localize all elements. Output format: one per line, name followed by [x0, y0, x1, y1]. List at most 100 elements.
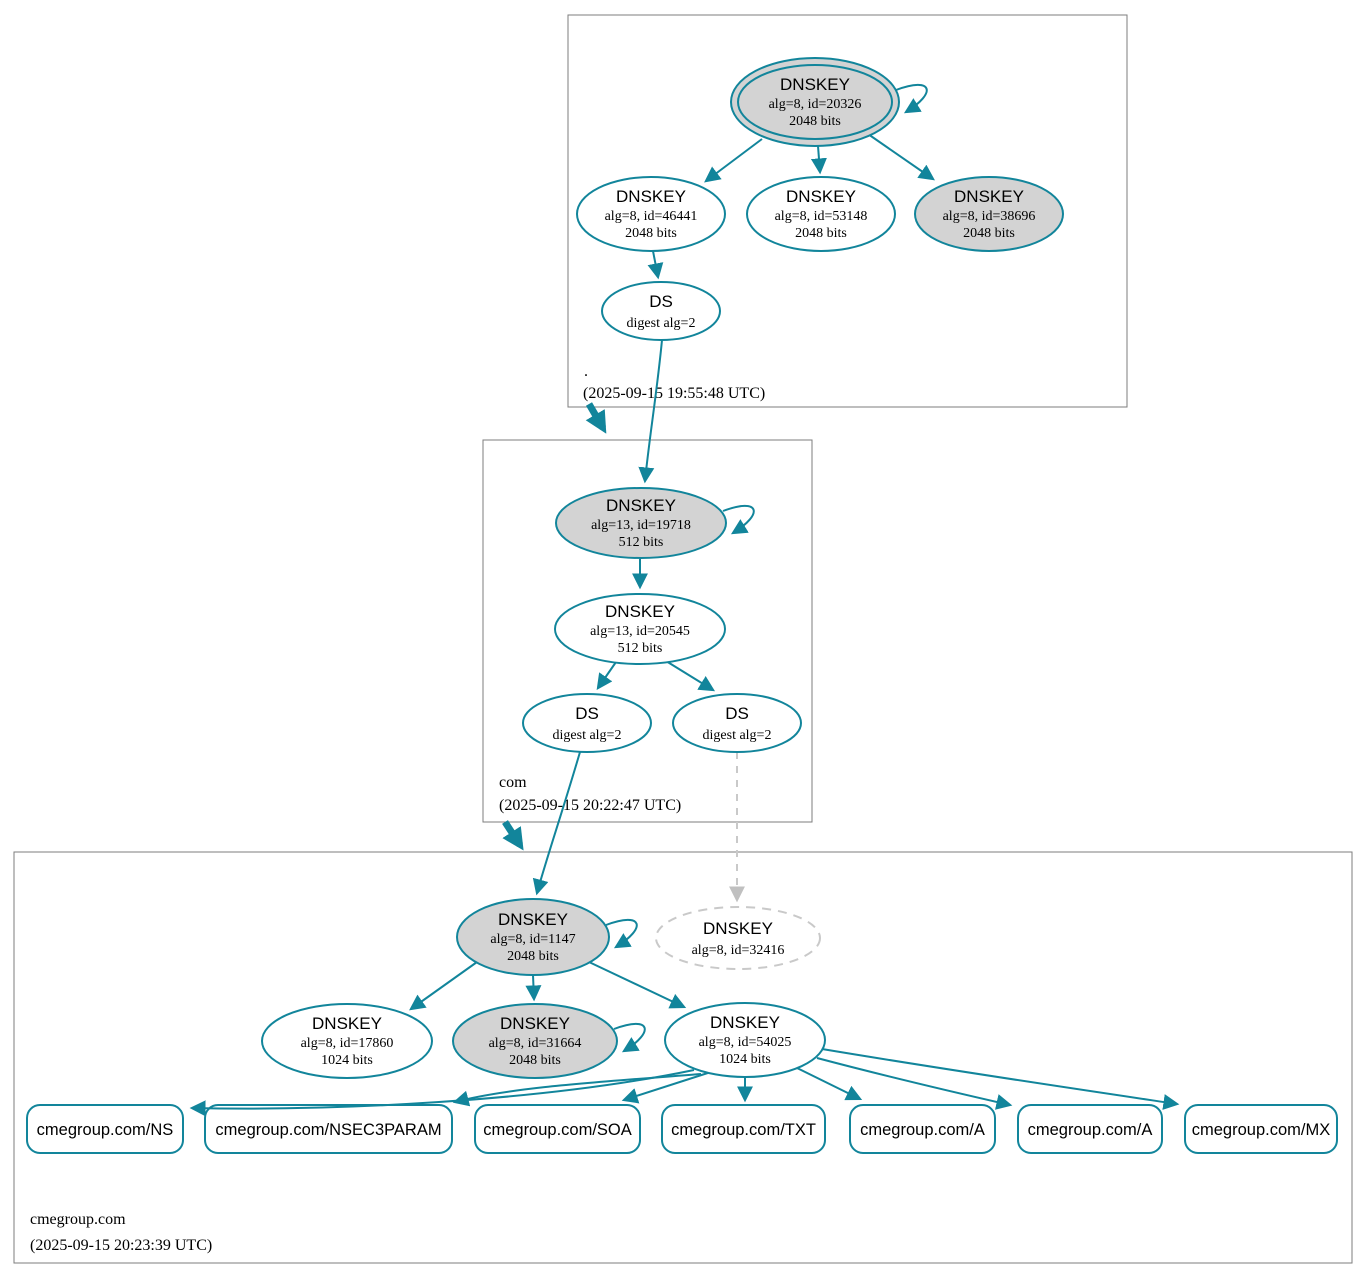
rrset-txt[interactable]: cmegroup.com/TXT	[661, 1104, 826, 1154]
dnskey-19718-line-1: alg=13, id=19718	[591, 518, 691, 533]
edge-20545-com-ds1	[596, 661, 617, 690]
rrset-a-2-label: cmegroup.com/A	[1028, 1121, 1153, 1139]
rrset-soa[interactable]: cmegroup.com/SOA	[474, 1104, 641, 1154]
rrset-ns[interactable]: cmegroup.com/NS	[26, 1104, 184, 1154]
edge-54025-a2	[816, 1057, 1013, 1110]
edge-com-ds1-1147	[532, 751, 581, 896]
edge-54025-a1	[794, 1066, 863, 1101]
ds-com-1-line-1: digest alg=2	[553, 728, 622, 743]
rrset-mx-shape	[1184, 1104, 1338, 1154]
edge-20545-com-ds2	[665, 660, 716, 692]
edge-20326-46441	[704, 138, 763, 183]
rrset-mx[interactable]: cmegroup.com/MX	[1184, 1104, 1338, 1154]
edge-54025-nsec3param	[452, 1073, 702, 1107]
zone-label-root: .	[584, 363, 588, 380]
rrset-a-1[interactable]: cmegroup.com/A	[849, 1104, 996, 1154]
dnskey-20326-inner-ring	[737, 64, 893, 140]
edge-20326-38696	[867, 133, 935, 181]
dnskey-32416-line-0: DNSKEY	[703, 919, 773, 938]
rrset-nsec3param[interactable]: cmegroup.com/NSEC3PARAM	[204, 1104, 453, 1154]
rrset-a-2-shape	[1017, 1104, 1163, 1154]
dnskey-54025-line-1: alg=8, id=54025	[699, 1035, 792, 1050]
dnskey-53148-line-0: DNSKEY	[786, 187, 856, 206]
zone-timestamp-cmegroup-com: (2025-09-15 20:23:39 UTC)	[30, 1237, 212, 1254]
dnskey-20326-line-2: 2048 bits	[789, 114, 841, 129]
edge-46441-root-ds	[647, 250, 664, 280]
edge-1147-54025	[588, 961, 687, 1009]
dnskey-20545-shape	[554, 593, 726, 665]
edge-root-ds-19718	[638, 339, 663, 484]
rrset-a-2[interactable]: cmegroup.com/A	[1017, 1104, 1163, 1154]
dnskey-31664-shape	[452, 1003, 618, 1079]
dnskey-20545-line-2: 512 bits	[618, 641, 663, 656]
edge-root-com-delegation	[585, 402, 607, 434]
ds-root[interactable]: DS digest alg=2	[601, 281, 721, 341]
rrset-nsec3param-shape	[204, 1104, 453, 1154]
dnskey-1147-line-1: alg=8, id=1147	[490, 932, 575, 947]
zone-timestamp-root: (2025-09-15 19:55:48 UTC)	[583, 385, 765, 402]
zone-label-cmegroup-com: cmegroup.com	[30, 1211, 126, 1228]
ds-com-2-line-1: digest alg=2	[703, 728, 772, 743]
dnskey-1147-shape	[456, 898, 610, 976]
dnskey-20326-line-1: alg=8, id=20326	[769, 97, 862, 112]
edge-54025-mx	[821, 1048, 1180, 1110]
edge-54025-soa	[621, 1070, 715, 1104]
dnskey-17860-shape	[261, 1003, 433, 1079]
dnskey-38696-line-1: alg=8, id=38696	[943, 209, 1036, 224]
ds-root-shape	[601, 281, 721, 341]
dnskey-31664-line-2: 2048 bits	[509, 1053, 561, 1068]
rrset-soa-label: cmegroup.com/SOA	[483, 1121, 632, 1139]
rrset-ns-shape	[26, 1104, 184, 1154]
edge-com-cmegroup-delegation	[502, 820, 524, 851]
edge-19718-self	[722, 504, 755, 535]
edge-1147-17860	[409, 961, 478, 1011]
dnskey-17860-line-2: 1024 bits	[321, 1053, 373, 1068]
edge-20326-self	[895, 83, 928, 114]
dnskey-20545-line-1: alg=13, id=20545	[590, 624, 690, 639]
rrset-ns-label: cmegroup.com/NS	[37, 1121, 174, 1139]
ds-com-1[interactable]: DS digest alg=2	[522, 693, 652, 753]
dnskey-53148-line-2: 2048 bits	[795, 226, 847, 241]
rrset-a-1-shape	[849, 1104, 996, 1154]
edge-20326-53148	[810, 145, 827, 175]
dnskey-38696-line-0: DNSKEY	[954, 187, 1024, 206]
dnskey-17860-line-0: DNSKEY	[312, 1014, 382, 1033]
edge-54025-ns	[189, 1069, 695, 1117]
ds-root-line-1: digest alg=2	[627, 316, 696, 331]
dnskey-54025-shape	[664, 1002, 826, 1078]
dnskey-19718-shape	[555, 487, 727, 559]
rrset-a-1-label: cmegroup.com/A	[860, 1121, 985, 1139]
dnskey-1147-line-0: DNSKEY	[498, 910, 568, 929]
ds-root-line-0: DS	[649, 292, 673, 311]
dnskey-53148-shape	[746, 176, 896, 252]
dnskey-19718-line-0: DNSKEY	[606, 496, 676, 515]
dnskey-20545[interactable]: DNSKEY alg=13, id=20545 512 bits	[554, 593, 726, 665]
dnskey-38696-line-2: 2048 bits	[963, 226, 1015, 241]
dnskey-46441-line-2: 2048 bits	[625, 226, 677, 241]
dnskey-20545-line-0: DNSKEY	[605, 602, 675, 621]
dnskey-54025[interactable]: DNSKEY alg=8, id=54025 1024 bits	[664, 1002, 826, 1078]
rrset-txt-shape	[661, 1104, 826, 1154]
edge-1147-31664	[525, 974, 542, 1002]
dnskey-31664-line-1: alg=8, id=31664	[489, 1036, 582, 1051]
rrset-nsec3param-label: cmegroup.com/NSEC3PARAM	[215, 1121, 441, 1139]
dnskey-38696-shape	[914, 176, 1064, 252]
rrset-soa-shape	[474, 1104, 641, 1154]
dnskey-54025-line-2: 1024 bits	[719, 1052, 771, 1067]
ds-com-2-shape	[672, 693, 802, 753]
dnskey-38696[interactable]: DNSKEY alg=8, id=38696 2048 bits	[914, 176, 1064, 252]
dnskey-54025-line-0: DNSKEY	[710, 1013, 780, 1032]
ds-com-1-line-0: DS	[575, 704, 599, 723]
edge-1147-self	[605, 918, 638, 949]
